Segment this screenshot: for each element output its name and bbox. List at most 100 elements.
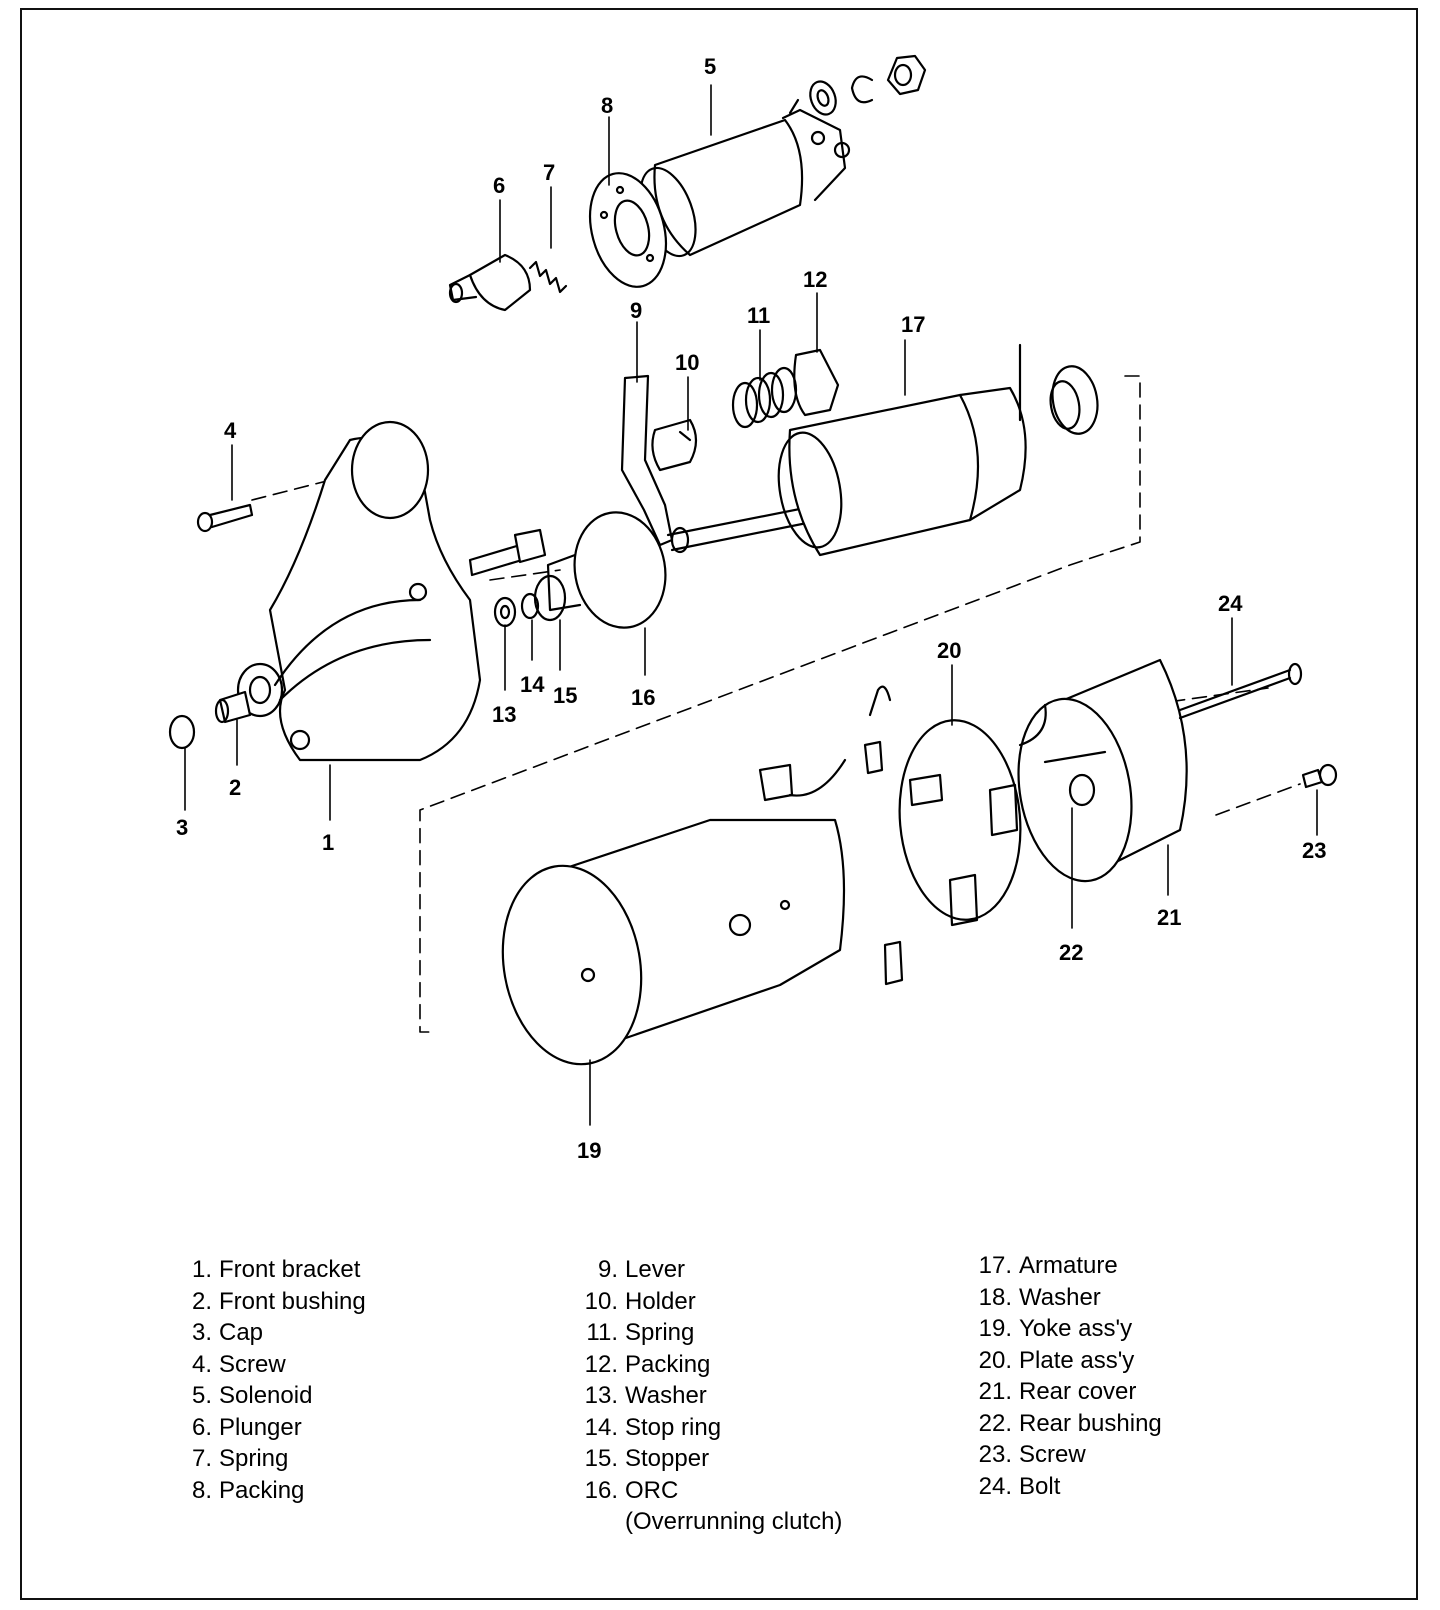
legend-item: 15. Stopper (570, 1443, 842, 1475)
plunger (448, 253, 532, 312)
callout-10: 10 (675, 350, 699, 375)
legend-label: Front bushing (219, 1287, 366, 1315)
cap (168, 714, 196, 750)
overrunning-clutch (546, 511, 667, 629)
legend-number: 2. (191, 1287, 212, 1315)
legend-label: Yoke ass'y (1019, 1315, 1133, 1342)
screw-4 (196, 503, 254, 533)
callout-12: 12 (803, 267, 827, 292)
screw-23 (1301, 763, 1338, 789)
legend-item: 6.Plunger (178, 1412, 366, 1444)
front-bushing (214, 690, 252, 724)
legend-number: 14. (584, 1413, 618, 1441)
legend-number: 13. (584, 1382, 618, 1409)
callout-15: 15 (553, 683, 577, 708)
legend-label: Lever (625, 1256, 686, 1283)
callout-2: 2 (229, 775, 241, 800)
legend-label: ORC (625, 1476, 679, 1504)
legend-number: 16. (584, 1476, 618, 1504)
callout-4: 4 (224, 418, 237, 443)
callout-3: 3 (176, 815, 188, 840)
terminal-hardware (809, 54, 927, 116)
callout-22: 22 (1059, 940, 1083, 965)
legend-label: Packing (625, 1350, 711, 1378)
callout-6: 6 (493, 173, 505, 198)
legend-item: 19.Yoke ass'y (964, 1313, 1162, 1345)
legend-number: 12. (584, 1350, 618, 1378)
legend-item: 18.Washer (964, 1282, 1162, 1314)
legend-number: 7. (191, 1445, 212, 1472)
legend-item: 9.Lever (570, 1254, 842, 1286)
legend-label: Rear cover (1019, 1378, 1137, 1405)
legend-item: 21. Rear cover (964, 1376, 1162, 1408)
legend-item: 23.Screw (964, 1439, 1162, 1471)
legend-label: Front bracket (219, 1256, 361, 1283)
through-bolt (1178, 662, 1303, 720)
legend-column-3: 17. Armature 18.Washer 19.Yoke ass'y 20.P… (964, 1250, 1162, 1502)
legend-item: 10.Holder (570, 1286, 842, 1318)
callout-24: 24 (1218, 591, 1243, 616)
legend-label: Armature (1019, 1252, 1118, 1279)
legend-label: Rear bushing (1019, 1409, 1162, 1437)
legend-item: 5.Solenoid (178, 1380, 366, 1412)
legend-number: 15. (584, 1445, 618, 1472)
callout-7: 7 (543, 160, 555, 185)
legend-item: 7. Spring (178, 1443, 366, 1475)
front-bracket (236, 420, 482, 762)
legend-label: Stop ring (625, 1413, 722, 1441)
legend-number: 21. (978, 1378, 1012, 1405)
legend-number: 1. (191, 1256, 212, 1283)
legend-item: 14.Stop ring (570, 1412, 842, 1444)
legend-label: Spring (625, 1319, 695, 1346)
yoke-assembly (501, 685, 904, 1066)
legend-label: Screw (219, 1350, 286, 1378)
legend-item: 16.ORC (570, 1475, 842, 1507)
legend-label: Washer (625, 1382, 707, 1409)
legend-label: Plunger (219, 1413, 302, 1441)
legend-number: 20. (978, 1346, 1012, 1374)
legend-label: Packing (219, 1476, 305, 1504)
solenoid-packing (589, 172, 667, 288)
legend-item: 12.Packing (570, 1349, 842, 1381)
callout-numbers: 1 2 3 4 5 6 7 8 9 10 11 12 13 14 15 16 1… (176, 54, 1326, 1163)
legend-label: Cap (219, 1319, 264, 1346)
legend-item: 1. Front bracket (178, 1254, 366, 1286)
legend-label: Stopper (625, 1445, 710, 1472)
callout-17: 17 (901, 312, 925, 337)
legend-number: 22. (978, 1409, 1012, 1437)
callout-14: 14 (520, 672, 545, 697)
legend-label: Bolt (1019, 1472, 1061, 1500)
callout-23: 23 (1302, 838, 1326, 863)
legend-label: Holder (625, 1287, 696, 1315)
callout-5: 5 (704, 54, 716, 79)
legend-item: 24.Bolt (964, 1471, 1162, 1503)
plate-assembly (898, 719, 1022, 927)
armature-spring (731, 366, 798, 429)
legend-item: 3. Cap (178, 1317, 366, 1349)
legend-item: 2.Front bushing (178, 1286, 366, 1318)
legend-number: 23. (978, 1441, 1012, 1468)
armature (666, 343, 1027, 557)
callout-1: 1 (322, 830, 334, 855)
plunger-spring (528, 260, 568, 294)
callout-11: 11 (747, 303, 770, 328)
legend-label: Washer (1019, 1283, 1101, 1311)
legend-number: 24. (978, 1472, 1012, 1500)
rear-cover (1017, 658, 1188, 883)
callout-8: 8 (601, 93, 613, 118)
bracket-bolt (468, 528, 547, 577)
callout-16: 16 (631, 685, 655, 710)
legend-number: 17. (978, 1252, 1012, 1279)
stopper-set (493, 574, 567, 628)
callout-19: 19 (577, 1138, 601, 1163)
legend-number: 6. (191, 1413, 212, 1441)
legend-item: 13. Washer (570, 1380, 842, 1412)
holder (651, 418, 698, 472)
legend-label: Solenoid (219, 1382, 313, 1409)
legend-number: 3. (191, 1319, 212, 1346)
legend-item: 20.Plate ass'y (964, 1345, 1162, 1377)
legend-number: 4. (191, 1350, 212, 1378)
legend-label: Spring (219, 1445, 289, 1472)
legend-item: 22.Rear bushing (964, 1408, 1162, 1440)
